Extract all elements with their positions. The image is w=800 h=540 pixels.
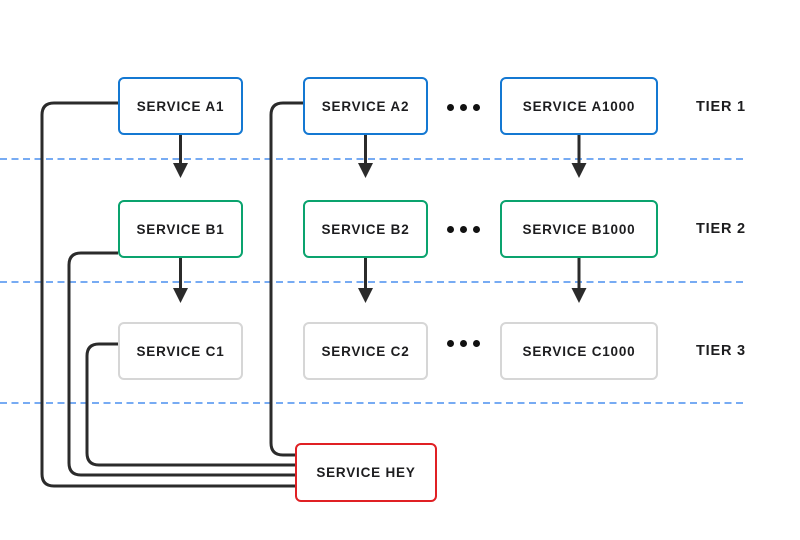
ellipsis-dot: [447, 340, 454, 347]
connector-hey-to-service-a2: [269, 101, 303, 457]
node-service-c1: SERVICE C1: [118, 322, 243, 380]
connector-hey-to-service-a1: [40, 101, 296, 488]
connector-hey-to-service-c1: [85, 342, 296, 467]
ellipsis-dot: [447, 104, 454, 111]
ellipsis-dot: [473, 104, 480, 111]
arrow-b1-c1-head: [173, 288, 188, 303]
ellipsis-icon: [447, 226, 480, 233]
node-service-a1: SERVICE A1: [118, 77, 243, 135]
node-label: SERVICE C1: [136, 343, 225, 359]
node-label: SERVICE A2: [321, 98, 410, 114]
dependency-arrows: [173, 135, 587, 303]
tier-1-label: TIER 1: [696, 99, 746, 115]
node-label: SERVICE C1000: [522, 343, 636, 359]
arrow-b1000-c1000-head: [571, 288, 587, 303]
node-service-hey: SERVICE HEY: [295, 443, 437, 502]
node-service-a1000: SERVICE A1000: [500, 77, 658, 135]
node-service-a2: SERVICE A2: [303, 77, 428, 135]
tier-divider-lines: [0, 158, 746, 404]
ellipsis-dot: [460, 104, 467, 111]
node-label: SERVICE A1000: [522, 98, 636, 114]
node-label: SERVICE B1: [136, 221, 225, 237]
node-service-c2: SERVICE C2: [303, 322, 428, 380]
service-hey-connector-lines: [40, 101, 303, 488]
arrow-a2-b2-head: [358, 163, 373, 178]
node-service-b1: SERVICE B1: [118, 200, 243, 258]
node-label: SERVICE A1: [136, 98, 225, 114]
node-service-c1000: SERVICE C1000: [500, 322, 658, 380]
arrow-b2-c2-head: [358, 288, 373, 303]
tier-2-label: TIER 2: [696, 221, 746, 237]
arrow-a1000-b1000-head: [571, 163, 587, 178]
node-service-b2: SERVICE B2: [303, 200, 428, 258]
ellipsis-dot: [447, 226, 454, 233]
ellipsis-icon: [447, 104, 480, 111]
node-label: SERVICE B1000: [522, 221, 636, 237]
ellipsis-icon: [447, 340, 480, 347]
connector-hey-to-service-b1: [67, 251, 296, 477]
ellipsis-dot: [460, 226, 467, 233]
node-label: SERVICE B2: [321, 221, 410, 237]
tier-3-label: TIER 3: [696, 343, 746, 359]
ellipsis-dot: [460, 340, 467, 347]
node-label: SERVICE C2: [321, 343, 410, 359]
ellipsis-dot: [473, 226, 480, 233]
node-label: SERVICE HEY: [316, 465, 416, 480]
ellipsis-dot: [473, 340, 480, 347]
arrow-a1-b1-head: [173, 163, 188, 178]
node-service-b1000: SERVICE B1000: [500, 200, 658, 258]
